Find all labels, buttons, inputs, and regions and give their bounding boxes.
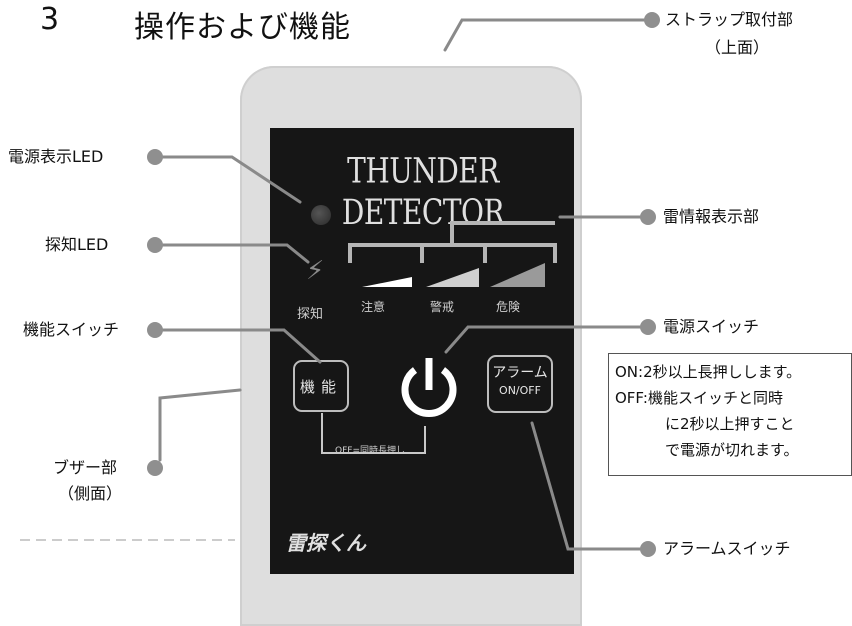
power-led-label: 電源表示LED [8, 147, 104, 166]
detect-led-callout-dot [147, 237, 163, 253]
power-switch-callout-dot [640, 319, 656, 335]
alarm-button-label: アラーム [492, 365, 548, 381]
note-line-off: OFF:機能スイッチと同時 [615, 389, 783, 407]
detect-led-leader-line [161, 243, 310, 264]
thunder-info-callout-dot [640, 209, 656, 225]
note-line-off-cont1: に2秒以上押すこと [665, 415, 795, 433]
product-logo: 雷探くん [286, 531, 366, 555]
buzzer-callout-dot [147, 460, 163, 476]
power-led-leader-line [161, 155, 302, 204]
level-bar-warning [426, 268, 479, 287]
alarm-button-sublabel: ON/OFF [499, 384, 541, 397]
alarm-switch-callout-dot [640, 541, 656, 557]
off-instruction-label: OFF=同時長押し [335, 446, 405, 456]
power-led [311, 205, 331, 225]
power-switch-leader-line [444, 325, 642, 354]
section-title: 操作および機能 [134, 10, 351, 45]
power-switch-label: 電源スイッチ [663, 317, 760, 336]
level-label-caution: 注意 [361, 300, 386, 314]
level-bar-caution [362, 277, 412, 287]
detect-label: 探知 [297, 307, 324, 322]
level-label-danger: 危険 [496, 300, 521, 314]
note-line-on: ON:2秒以上長押しします。 [615, 363, 802, 381]
strap-leader-line [443, 18, 647, 52]
strap-label: ストラップ取付部 [665, 10, 794, 29]
power-icon [401, 358, 457, 417]
function-switch-label: 機能スイッチ [23, 320, 120, 339]
buzzer-sublabel: （側面） [58, 484, 123, 503]
off-bracket [321, 413, 426, 454]
section-number: 3 [40, 2, 60, 37]
strap-callout-dot [644, 12, 660, 28]
buzzer-leader-line [158, 388, 242, 462]
power-note-box: ON:2秒以上長押しします。 OFF:機能スイッチと同時 に2秒以上押すこと で… [608, 353, 852, 476]
note-line-off-cont2: で電源が切れます。 [665, 441, 799, 459]
level-bracket [348, 243, 557, 263]
device-panel [270, 128, 574, 574]
level-label-warning: 警戒 [430, 300, 455, 314]
function-switch-callout-dot [147, 322, 163, 338]
power-button[interactable] [392, 352, 466, 426]
device-title: THUNDER DETECTOR [341, 150, 505, 233]
level-bar-danger [490, 263, 545, 287]
thunder-info-label: 雷情報表示部 [663, 207, 760, 226]
alarm-switch-leader-line [530, 421, 642, 551]
strap-sublabel: （上面） [705, 38, 770, 57]
power-led-callout-dot [147, 149, 163, 165]
alarm-button[interactable]: アラーム ON/OFF [487, 355, 553, 413]
detect-led-label: 探知LED [45, 235, 109, 254]
function-switch-leader-line [161, 328, 322, 364]
level-bracket-stem [450, 221, 555, 245]
lightning-icon: ⚡ [306, 256, 325, 286]
alarm-switch-label: アラームスイッチ [663, 539, 791, 558]
buzzer-label: ブザー部 [53, 458, 118, 477]
